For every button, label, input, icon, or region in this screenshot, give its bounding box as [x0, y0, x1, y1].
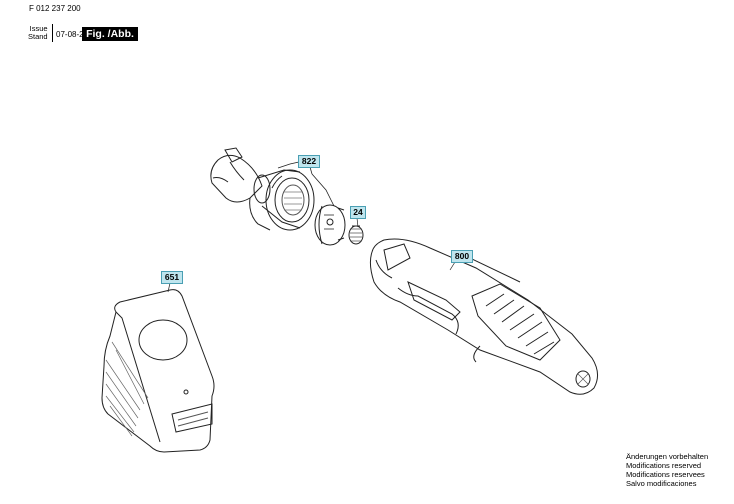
issue-bracket — [48, 24, 53, 42]
screwdriver-body-part — [369, 238, 598, 395]
leader-line-800 — [449, 261, 456, 271]
document-number: F 012 237 200 — [29, 4, 81, 13]
notice-line-de: Änderungen vorbehalten — [626, 452, 709, 461]
callout-24: 24 — [350, 206, 366, 219]
issue-label: Issue — [29, 24, 48, 33]
ratchet-head-part — [210, 147, 315, 231]
leader-line-24 — [356, 217, 359, 228]
notice-line-es: Salvo modificaciones — [626, 479, 697, 488]
notice-line-en: Modifications reserved — [626, 461, 702, 470]
leader-line-651 — [167, 282, 171, 293]
notice-line-fr: Modifications reservees — [626, 470, 705, 479]
modifications-notice: Änderungen vorbehalten Modifications res… — [626, 452, 708, 488]
callout-800: 800 — [451, 250, 473, 263]
callout-822: 822 — [298, 155, 320, 168]
callout-651: 651 — [161, 271, 183, 284]
charger-base-part — [101, 289, 215, 453]
small-gear-part — [348, 225, 364, 245]
issue-stand-labels: Issue Stand — [28, 25, 48, 41]
stand-label: Stand — [28, 32, 48, 41]
figure-label: Fig. /Abb. 1 — [82, 27, 138, 54]
issue-date: 07-08-21 — [56, 30, 89, 39]
adapter-disc-part — [314, 204, 346, 246]
